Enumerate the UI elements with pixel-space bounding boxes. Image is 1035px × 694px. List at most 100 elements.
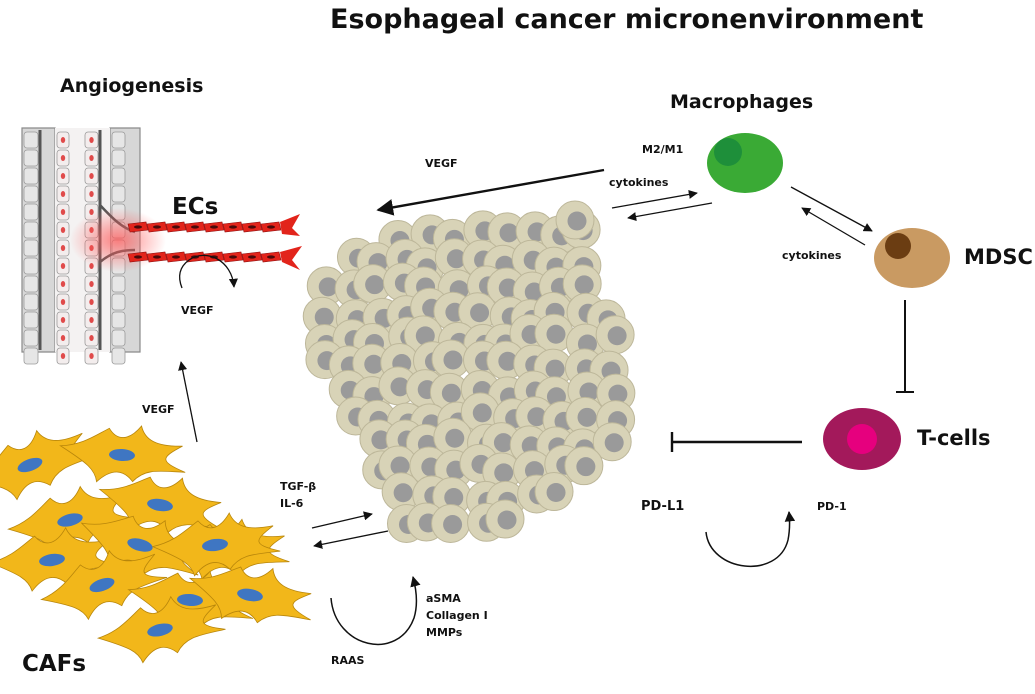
- sprout-tip: [280, 214, 302, 270]
- vessel-wall-cell: [111, 149, 126, 167]
- label-vegf-up: VEGF: [142, 403, 175, 416]
- label-m2m1: M2/M1: [642, 143, 684, 156]
- caf-cell: [0, 526, 118, 592]
- vessel-cell-nucleus: [60, 353, 66, 359]
- vessel-wall-cell: [23, 311, 39, 329]
- caf-cell: [40, 549, 168, 621]
- vessel-cell-nucleus: [60, 299, 66, 305]
- label-cytokines-macrophage: cytokines: [609, 176, 669, 189]
- vessel-wall-cell: [111, 293, 126, 311]
- vegf-arrow-up: [178, 361, 198, 443]
- tumor-cell: [595, 315, 635, 355]
- arrow-cafs-to-tumor: [311, 511, 373, 529]
- vessel-wall-cell: [111, 329, 126, 347]
- endothelial-nucleus: [172, 225, 180, 229]
- vessel-wall-cell: [23, 221, 39, 239]
- caf-cells: [0, 425, 312, 664]
- vessel-wall-cell: [111, 131, 126, 149]
- tumor-cell: [555, 200, 595, 240]
- endothelial-nucleus: [134, 225, 142, 229]
- tumor-cell: [562, 264, 602, 304]
- vessel-wall-cell: [23, 203, 39, 221]
- label-collagen: Collagen I: [426, 609, 488, 622]
- vessel-cell-nucleus: [60, 155, 66, 161]
- label-pd1: PD-1: [817, 500, 847, 513]
- tumor-cell: [431, 339, 471, 379]
- tumor-cell: [564, 446, 604, 486]
- vessel-cell-nucleus: [89, 281, 94, 287]
- label-macrophages: Macrophages: [670, 91, 814, 113]
- vegf-loop-arrow: [178, 254, 238, 289]
- tumor-cell: [460, 392, 500, 432]
- label-il6: IL-6: [280, 497, 304, 510]
- vessel-wall-cell: [23, 257, 39, 275]
- vessel-wall-cell: [111, 347, 126, 365]
- mdsc-cell: [874, 228, 950, 288]
- vessel-wall-cell: [23, 185, 39, 203]
- arrow-tumor-to-cafs: [313, 530, 389, 549]
- vessel-wall-cell: [23, 131, 39, 149]
- tumor-cell: [352, 343, 392, 383]
- vessel-cell-nucleus: [89, 155, 94, 161]
- label-tgfb: TGF-β: [280, 480, 317, 493]
- vessel-cell-nucleus: [89, 191, 94, 197]
- vessel-cell-nucleus: [60, 227, 66, 233]
- label-ecs: ECs: [172, 194, 219, 220]
- tumor-cell: [353, 264, 393, 304]
- vessel-cell-nucleus: [89, 317, 94, 323]
- caf-cell: [188, 566, 312, 624]
- label-tcells: T-cells: [917, 426, 991, 450]
- endothelial-nucleus: [210, 225, 218, 229]
- caf-cell: [7, 485, 136, 554]
- tumor-cell: [565, 396, 605, 436]
- vessel-wall-cell: [23, 275, 39, 293]
- vessel-cell-nucleus: [60, 209, 66, 215]
- label-tgfb-il6: TGF-β IL-6: [280, 478, 316, 512]
- endothelial-nucleus: [267, 225, 275, 229]
- vessel-cell-nucleus: [89, 137, 94, 143]
- tumor-cell: [458, 292, 498, 332]
- tumor-cell: [485, 499, 525, 539]
- vessel-cell-nucleus: [60, 317, 66, 323]
- arrow-tumor-to-macrophage: [611, 189, 698, 209]
- vessel-wall-cell: [111, 185, 126, 203]
- endothelial-nucleus: [153, 225, 161, 229]
- vessel-cell-nucleus: [60, 173, 66, 179]
- vessel-wall-cell: [111, 311, 126, 329]
- vessel-wall-cell: [23, 347, 39, 365]
- vegf-arrow-to-tumor: [376, 168, 605, 216]
- tumor-mass: [302, 200, 636, 544]
- arrow-macrophage-to-mdsc: [790, 186, 873, 232]
- endothelial-nucleus: [134, 255, 142, 259]
- vessel-cell-nucleus: [60, 245, 66, 251]
- raas-loop-arrow: [330, 575, 421, 646]
- label-asma: aSMA: [426, 592, 461, 605]
- vessel-wall-cell: [23, 293, 39, 311]
- vessel-cell-nucleus: [60, 335, 66, 341]
- endothelial-nucleus: [248, 225, 256, 229]
- diagram-title: Esophageal cancer micronenvironment: [330, 4, 924, 35]
- vessel-cell-nucleus: [60, 263, 66, 269]
- endothelial-nucleus: [191, 225, 199, 229]
- endothelial-nucleus: [229, 255, 237, 259]
- tumor-cell: [534, 472, 574, 512]
- label-raas: RAAS: [331, 654, 365, 667]
- arrow-macrophage-to-tumor: [627, 202, 713, 222]
- vessel-cell-nucleus: [60, 191, 66, 197]
- label-pdl1: PD-L1: [641, 499, 685, 514]
- endothelial-nucleus: [153, 255, 161, 259]
- label-caf-markers: aSMA Collagen I MMPs: [426, 590, 488, 641]
- tumor-cell: [381, 472, 421, 512]
- vessel-wall-cell: [23, 149, 39, 167]
- vessel-wall-cell: [111, 275, 126, 293]
- vessel-cell-nucleus: [89, 299, 94, 305]
- vessel-wall-cell: [23, 239, 39, 257]
- caf-cell: [151, 512, 281, 577]
- endothelial-nucleus: [229, 225, 237, 229]
- vessel-cell-nucleus: [60, 281, 66, 287]
- vessel-cell-nucleus: [89, 353, 94, 359]
- endothelial-nucleus: [172, 255, 180, 259]
- blood-vessel: [21, 127, 166, 365]
- macrophage-cell: [707, 133, 783, 193]
